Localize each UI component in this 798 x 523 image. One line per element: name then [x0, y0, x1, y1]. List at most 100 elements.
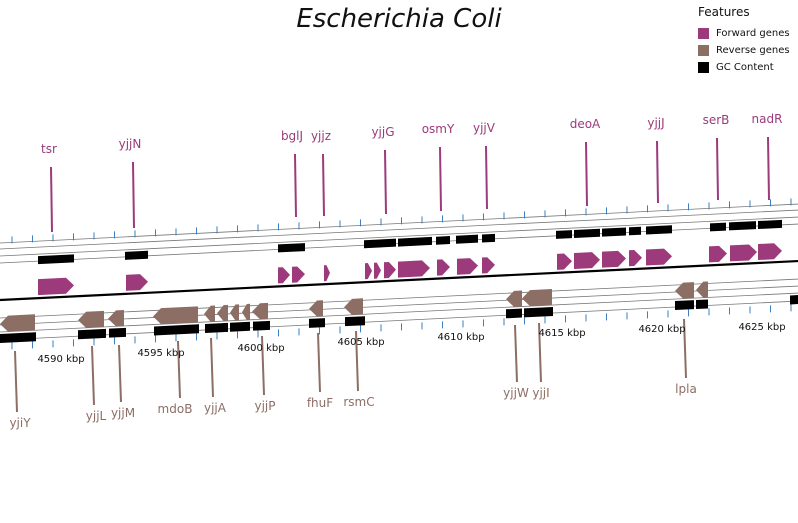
reverse-gene-label: yjjI [532, 386, 549, 400]
gc-bar-upper-15 [758, 219, 782, 230]
gc-bar-lower-3 [154, 324, 199, 336]
forward-gene-callout [50, 166, 53, 233]
gc-bar-upper-8 [556, 230, 572, 239]
legend-title: Features [698, 5, 750, 19]
forward-gene-arrow-2 [278, 267, 290, 284]
reverse-gene-arrow-6 [230, 304, 239, 321]
gc-bar-lower-11 [675, 300, 694, 311]
forward-gene-arrow-11 [482, 257, 495, 274]
gc-bar-lower-5 [230, 321, 250, 332]
gc-bar-lower-0 [0, 332, 36, 343]
forward-gene-callout [585, 141, 588, 207]
reverse-gene-arrow-0 [0, 314, 35, 332]
legend-swatch-reverse [698, 45, 709, 56]
legend: Features Forward genes Reverse genes GC … [698, 5, 790, 76]
reverse-gene-arrow-10 [344, 298, 363, 315]
reverse-gene-arrow-11 [506, 290, 522, 307]
legend-swatch-forward [698, 28, 709, 39]
reverse-gene-label: mdoB [158, 402, 193, 416]
reverse-gene-arrow-8 [252, 302, 268, 320]
gc-bar-upper-9 [574, 228, 600, 238]
reverse-gene-callout [355, 330, 359, 392]
reverse-gene-callout [538, 322, 542, 383]
track-line-lower-1 [0, 285, 798, 326]
gc-bar-lower-10 [524, 307, 553, 318]
reverse-gene-arrow-9 [309, 300, 323, 317]
axis-tick-label: 4615 kbp [538, 328, 585, 339]
reverse-gene-arrow-13 [675, 282, 694, 299]
track-line-upper-1 [0, 209, 798, 250]
forward-gene-label: bglJ [281, 129, 303, 143]
legend-swatch-gc [698, 62, 709, 73]
gc-bar-upper-12 [646, 225, 672, 235]
reverse-gene-label: yjjA [204, 401, 227, 415]
forward-gene-arrow-6 [374, 262, 381, 279]
reverse-gene-label: yjjM [111, 406, 135, 420]
legend-label-gc: GC Content [716, 62, 774, 73]
forward-gene-label: yjjV [473, 121, 496, 135]
gc-bar-upper-3 [364, 238, 396, 249]
gc-bar-lower-13 [790, 295, 798, 305]
gc-bar-upper-7 [482, 233, 495, 243]
legend-label-forward: Forward genes [716, 28, 790, 39]
forward-gene-callout [485, 145, 488, 210]
forward-gene-label: yjjz [311, 129, 331, 143]
reverse-gene-arrow-1 [78, 310, 104, 328]
forward-gene-label: deoA [570, 117, 601, 131]
forward-gene-arrow-15 [629, 250, 642, 267]
reverse-gene-arrow-4 [204, 305, 215, 322]
reverse-gene-label: yjiY [9, 416, 31, 430]
forward-gene-label: yjjG [371, 125, 394, 139]
gc-bar-lower-9 [506, 308, 522, 319]
reverse-gene-callout [683, 318, 687, 379]
reverse-gene-label: yjjL [86, 409, 107, 423]
reverse-gene-callout [210, 337, 214, 398]
gc-bar-upper-6 [456, 234, 478, 244]
gc-bar-lower-2 [109, 327, 126, 338]
gc-bar-upper-11 [629, 226, 641, 236]
legend-item-forward: Forward genes [698, 25, 790, 42]
track-line-lower-2 [0, 292, 798, 333]
forward-gene-arrow-0 [38, 277, 74, 296]
gc-bar-lower-7 [309, 318, 325, 328]
forward-gene-label: yjjN [119, 137, 142, 151]
axis-tick-label: 4590 kbp [37, 354, 84, 365]
reverse-gene-arrow-2 [108, 309, 124, 327]
gc-bar-upper-14 [729, 221, 756, 231]
forward-gene-callout [322, 153, 325, 217]
forward-gene-arrow-4 [324, 265, 330, 282]
track-axis-line [0, 259, 798, 302]
reverse-gene-callout [261, 335, 265, 396]
forward-gene-label: tsr [41, 142, 57, 156]
gc-bar-lower-4 [205, 322, 228, 333]
reverse-gene-callout [317, 332, 321, 393]
reverse-gene-callout [177, 340, 181, 399]
gc-bar-upper-10 [602, 227, 626, 237]
forward-gene-callout [132, 161, 135, 229]
reverse-gene-arrow-14 [696, 281, 708, 298]
gc-bar-lower-6 [253, 320, 270, 331]
axis-tick-label: 4605 kbp [337, 337, 384, 348]
forward-gene-arrow-7 [384, 262, 396, 279]
axis-tick-label: 4595 kbp [137, 348, 184, 359]
legend-label-reverse: Reverse genes [716, 45, 790, 56]
gc-bar-upper-13 [710, 222, 726, 232]
forward-gene-arrow-10 [457, 258, 478, 275]
forward-gene-callout [656, 140, 659, 204]
gc-bar-upper-0 [38, 254, 74, 265]
reverse-gene-label: yjjP [254, 399, 275, 413]
forward-gene-label: nadR [752, 112, 783, 126]
reverse-gene-arrow-5 [217, 304, 228, 322]
forward-gene-arrow-16 [646, 248, 672, 266]
reverse-gene-label: lpla [675, 382, 697, 396]
track-line-lower-0 [0, 278, 798, 319]
figure-title: Escherichia Coli [296, 4, 502, 34]
forward-gene-arrow-3 [292, 266, 305, 283]
forward-gene-arrow-14 [602, 250, 626, 268]
gc-bar-upper-4 [398, 236, 432, 247]
track-line-upper-2 [0, 216, 798, 257]
forward-gene-arrow-5 [365, 263, 372, 280]
reverse-gene-callout [14, 350, 18, 413]
reverse-gene-callout [118, 344, 122, 403]
